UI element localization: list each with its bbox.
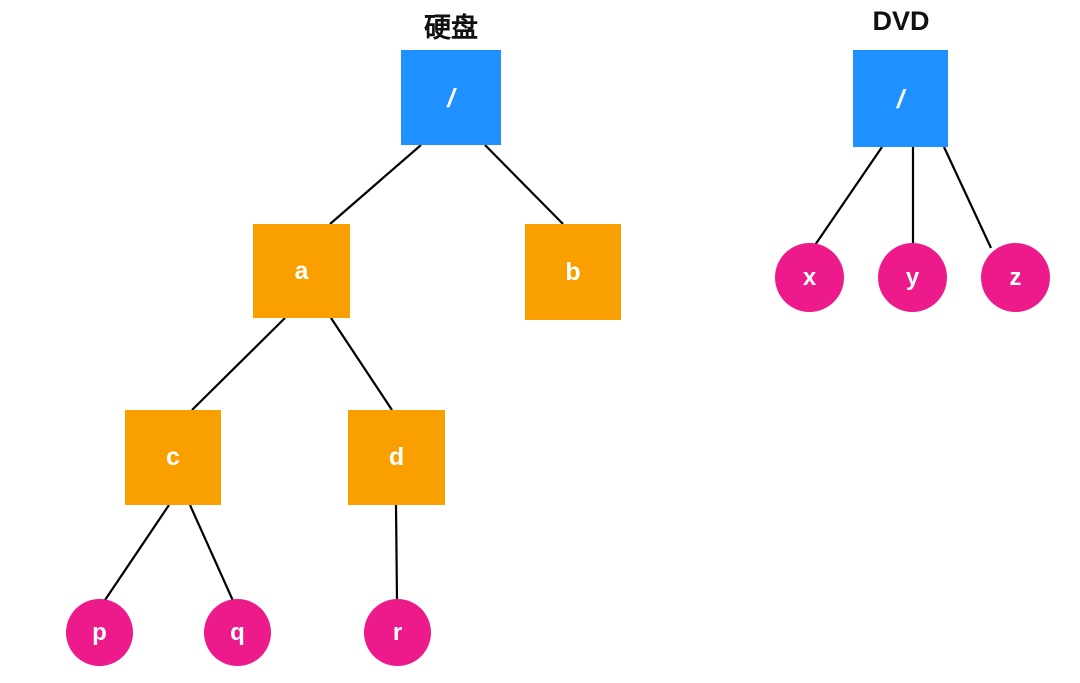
node-label: / (896, 83, 905, 114)
edge-dvd-root-to-dvd-x (812, 146, 883, 249)
node-label: z (1009, 263, 1022, 291)
node-label: q (230, 618, 245, 646)
node-label: y (905, 263, 920, 291)
edge-dvd-root-to-dvd-z (943, 146, 992, 249)
node-label: r (392, 618, 403, 646)
edges-group (102, 144, 992, 604)
node-dvd-z[interactable]: z (981, 243, 1050, 312)
node-harddisk-b[interactable]: b (525, 224, 621, 320)
node-label: p (92, 618, 107, 646)
node-harddisk-c[interactable]: c (125, 410, 221, 505)
edge-hd-root-to-hd-a (329, 144, 422, 225)
node-harddisk-r[interactable]: r (364, 599, 431, 666)
edge-hd-c-to-hd-p (102, 504, 170, 604)
node-harddisk-a[interactable]: a (253, 224, 350, 318)
node-label: a (294, 256, 309, 285)
node-label: c (166, 443, 180, 471)
tree-title-harddisk: 硬盘 (424, 13, 478, 43)
edge-hd-root-to-hd-b (484, 144, 564, 225)
node-label: x (802, 263, 817, 291)
node-harddisk-root[interactable]: / (401, 50, 501, 145)
edge-hd-d-to-hd-r (394, 504, 399, 602)
node-label: / (447, 82, 455, 113)
edge-hd-a-to-hd-d (330, 317, 393, 411)
node-label: b (565, 257, 581, 286)
node-harddisk-p[interactable]: p (66, 599, 133, 666)
node-harddisk-q[interactable]: q (204, 599, 271, 666)
node-dvd-y[interactable]: y (878, 243, 947, 312)
node-harddisk-d[interactable]: d (348, 410, 445, 505)
node-dvd-x[interactable]: x (775, 243, 844, 312)
node-dvd-root[interactable]: / (853, 50, 948, 147)
node-label: d (388, 443, 405, 471)
edge-hd-c-to-hd-q (188, 504, 236, 604)
edge-hd-a-to-hd-c (191, 317, 286, 411)
tree-title-dvd: DVD (872, 6, 930, 36)
